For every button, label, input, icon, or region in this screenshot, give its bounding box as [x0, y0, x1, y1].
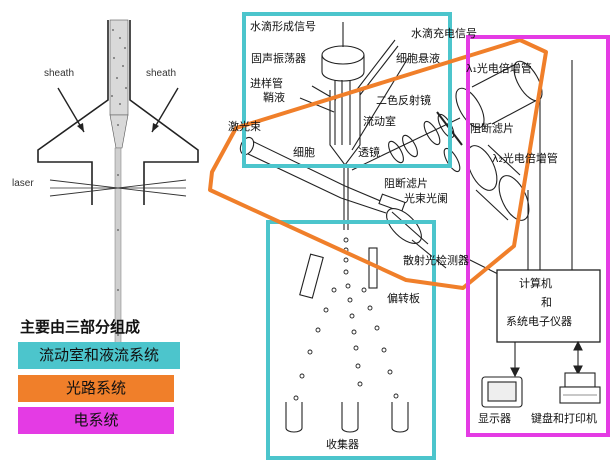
label-display: 显示器 — [478, 412, 511, 425]
label-computer-1: 计算机 — [519, 276, 552, 290]
fluidics-bottom-outline — [266, 220, 436, 460]
legend-electronics: 电系统 — [18, 407, 174, 434]
label-dichroic: 二色反射镜 — [376, 93, 431, 107]
legend-optics: 光路系统 — [18, 375, 174, 402]
electronics-outline — [466, 35, 610, 437]
label-drop-charge: 水滴充电信号 — [411, 26, 477, 40]
legend-fluidics: 流动室和液流系统 — [18, 342, 180, 369]
label-piezo: 固声振荡器 — [251, 51, 306, 65]
label-scatter-detector: 散射光检测器 — [403, 253, 469, 267]
label-drop-signal: 水滴形成信号 — [250, 19, 316, 33]
label-computer-2: 和 — [541, 296, 552, 309]
label-sample-tube: 进样管 — [250, 76, 283, 90]
label-laser-beam: 激光束 — [228, 119, 261, 133]
label-pmt1: λ₁光电倍增管 — [466, 61, 532, 75]
label-keyboard-printer: 键盘和打印机 — [531, 411, 597, 425]
piezo-oscillator — [321, 45, 365, 65]
label-collector: 收集器 — [326, 437, 359, 451]
label-cell-suspension: 细胞悬液 — [396, 51, 440, 65]
label-sheath-fluid: 鞘液 — [263, 90, 285, 104]
label-blocking-filter-1: 阻断滤片 — [470, 121, 514, 135]
label-deflection-plate: 偏转板 — [387, 291, 420, 305]
label-pmt2: λ₂光电倍增管 — [492, 151, 558, 165]
laser-label: laser — [12, 178, 34, 189]
sheath-left-label: sheath — [44, 68, 74, 79]
hydrodynamic-focusing-sketch: sheath sheath laser — [12, 19, 199, 359]
label-lens: 透镜 — [358, 145, 380, 159]
fluidics-top-outline — [242, 12, 452, 168]
label-beam-stop: 光束光阑 — [404, 191, 448, 205]
label-cell: 细胞 — [293, 146, 315, 159]
label-flow-chamber: 流动室 — [363, 114, 396, 128]
printer-icon — [564, 372, 596, 388]
label-blocking-filter-2: 阻断滤片 — [384, 176, 428, 190]
legend-title: 主要由三部分组成 — [20, 318, 141, 336]
label-computer-3: 系统电子仪器 — [506, 315, 572, 328]
computer-box — [496, 269, 601, 343]
optics-outline — [208, 38, 548, 290]
sheath-right-label: sheath — [146, 68, 176, 79]
